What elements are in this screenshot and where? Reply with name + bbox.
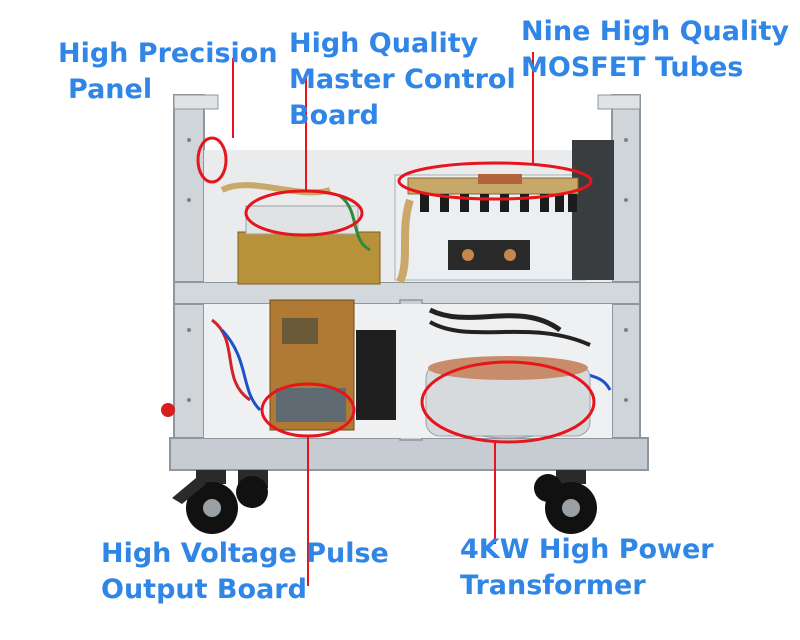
label-high-precision-panel: High Precision Panel (58, 36, 278, 108)
caster-wheel-icon (172, 470, 597, 534)
label-line: High Voltage Pulse (101, 538, 389, 569)
red-ellipse-icon (244, 189, 364, 237)
red-ellipse-icon (196, 136, 228, 184)
label-line: High Quality (289, 28, 479, 59)
red-ellipse-icon (397, 161, 593, 201)
label-master-control-board: High Quality Master Control Board (289, 26, 516, 134)
mosfet-tubes (396, 174, 579, 284)
lower-compartment (161, 299, 612, 439)
label-high-voltage-pulse-board: High Voltage Pulse Output Board (101, 536, 389, 608)
label-line: 4KW High Power (460, 534, 714, 565)
label-line: MOSFET Tubes (521, 52, 744, 83)
label-line: Panel (68, 74, 153, 105)
label-line: Board (289, 100, 379, 131)
label-line: Master Control (289, 64, 516, 95)
label-line: Nine High Quality (521, 16, 789, 47)
red-ellipse-icon (420, 360, 596, 444)
label-power-transformer: 4KW High Power Transformer (460, 532, 714, 604)
label-line: High Precision (58, 38, 278, 69)
label-line: Output Board (101, 574, 307, 605)
label-line: Transformer (460, 570, 646, 601)
label-mosfet-tubes: Nine High Quality MOSFET Tubes (521, 14, 789, 86)
